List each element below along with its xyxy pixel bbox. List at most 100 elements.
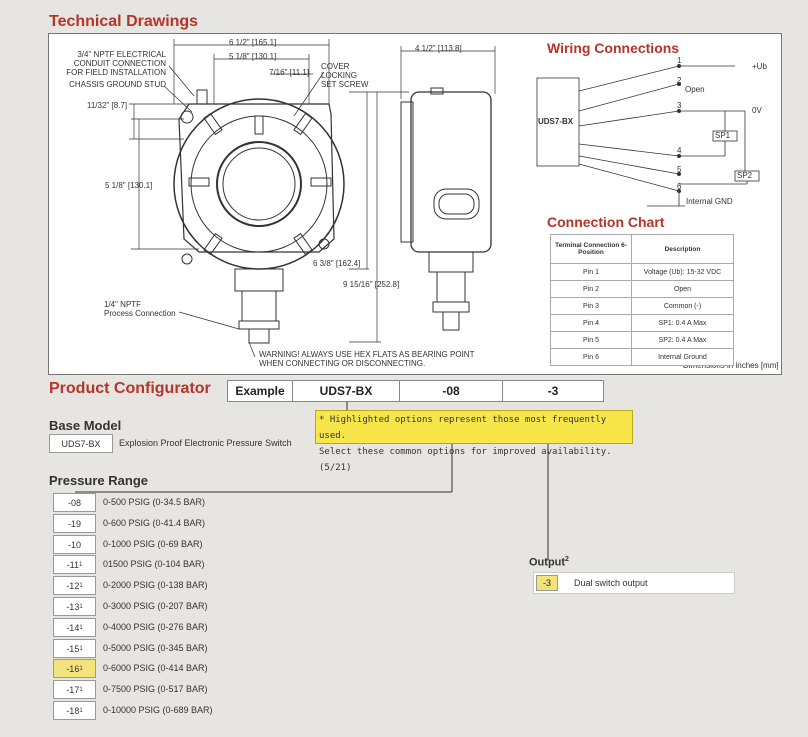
ub-label: +Ub	[752, 62, 767, 71]
dim-width: 6 1/2" [165.1]	[229, 38, 277, 47]
pressure-description: 0-4000 PSIG (0-276 BAR)	[103, 622, 208, 632]
wiring-device-label: UDS7-BX	[538, 117, 574, 126]
sp2-label: SP2	[737, 171, 753, 180]
pressure-code: -18	[66, 705, 80, 716]
config-range-cell: -08	[399, 380, 503, 402]
pressure-code: -15	[66, 643, 80, 654]
conduit-line-2: CONDUIT CONNECTION	[73, 59, 166, 68]
pressure-footnote-mark: 1	[79, 624, 83, 631]
ov-label: 0V	[752, 106, 762, 115]
dim-h2: 6 3/8" [162.4]	[313, 259, 361, 268]
pressure-code: -13	[66, 601, 80, 612]
warning-line-2: WHEN CONNECTING OR DISCONNECTING.	[259, 359, 426, 368]
connection-chart-heading: Connection Chart	[547, 214, 665, 230]
pin-cell: Pin 6	[550, 348, 632, 366]
conduit-line-1: 3/4" NPTF ELECTRICAL	[77, 50, 166, 59]
internal-gnd-label: Internal GND	[686, 197, 733, 206]
output-heading-text: Output	[529, 556, 566, 569]
pin-3-label: 3	[677, 101, 682, 110]
dim-height: 5 1/8" [130.1]	[105, 181, 153, 190]
pressure-description: 0-5000 PSIG (0-345 BAR)	[103, 643, 208, 653]
output-code: -3	[536, 575, 558, 591]
pressure-range-heading: Pressure Range	[49, 473, 148, 488]
note-line-2: Select these common options for improved…	[319, 447, 612, 473]
description-cell: Internal Ground	[631, 348, 734, 366]
pressure-footnote-mark: 1	[79, 707, 83, 714]
pressure-code-box: -19	[53, 514, 96, 533]
conduit-line-3: FOR FIELD INSTALLATION	[66, 68, 166, 77]
pressure-code-box: -08	[53, 493, 96, 512]
warning-line-1: WARNING! ALWAYS USE HEX FLATS AS BEARING…	[259, 350, 475, 359]
base-model-code: UDS7-BX	[49, 434, 113, 453]
dim-side: 4 1/2" [113.8]	[415, 44, 462, 53]
pressure-description: 01500 PSIG (0-104 BAR)	[103, 559, 205, 569]
pressure-code: -11	[66, 559, 79, 570]
cover-line-3: SET SCREW	[321, 80, 369, 89]
pressure-description: 0-6000 PSIG (0-414 BAR)	[103, 663, 208, 673]
conduit-label: 3/4" NPTF ELECTRICAL CONDUIT CONNECTION …	[54, 50, 166, 77]
sp1-label: SP1	[715, 131, 731, 140]
pressure-code: -12	[66, 580, 80, 591]
connection-chart-header-row: Terminal Connection 6-Position Descripti…	[550, 234, 734, 264]
pressure-code: -19	[67, 518, 81, 529]
output-description: Dual switch output	[574, 578, 648, 588]
pressure-description: 0-2000 PSIG (0-138 BAR)	[103, 580, 208, 590]
drawing-panel: 3/4" NPTF ELECTRICAL CONDUIT CONNECTION …	[48, 33, 782, 375]
note-line-1: * Highlighted options represent those mo…	[319, 415, 607, 441]
cover-line-1: COVER	[321, 62, 350, 71]
output-row	[533, 572, 735, 594]
pressure-description: 0-600 PSIG (0-41.4 BAR)	[103, 518, 206, 528]
pressure-footnote-mark: 1	[79, 665, 83, 672]
header-description: Description	[631, 234, 734, 264]
pressure-code: -10	[67, 539, 81, 550]
cover-label: COVER LOCKING SET SCREW	[321, 62, 368, 89]
config-model-cell: UDS7-BX	[292, 380, 400, 402]
pressure-footnote-mark: 1	[79, 686, 83, 693]
output-footnote-mark: 2	[565, 556, 569, 563]
technical-drawing-svg	[129, 39, 496, 358]
highlight-note: * Highlighted options represent those mo…	[315, 410, 633, 473]
dim-small: 7/16" [11.1]	[269, 68, 310, 77]
pressure-description: 0-7500 PSIG (0-517 BAR)	[103, 684, 208, 694]
pressure-footnote-mark: 1	[79, 603, 83, 610]
dim-h3: 9 15/16" [252.8]	[343, 280, 400, 289]
warning-label: WARNING! ALWAYS USE HEX FLATS AS BEARING…	[259, 350, 474, 368]
pressure-code: -16	[66, 663, 80, 674]
pressure-description: 0-10000 PSIG (0-689 BAR)	[103, 705, 213, 715]
pin-5-label: 5	[677, 165, 682, 174]
product-configurator-heading: Product Configurator	[49, 380, 211, 397]
pin-1-label: 1	[677, 56, 682, 65]
pin-2-label: 2	[677, 76, 682, 85]
pressure-code: -14	[66, 622, 80, 633]
process-line-1: 1/4" NPTF	[104, 300, 142, 309]
pressure-code: -17	[66, 684, 80, 695]
pressure-footnote-mark: 1	[79, 561, 83, 568]
technical-drawings-heading: Technical Drawings	[49, 13, 199, 30]
wiring-connections-heading: Wiring Connections	[547, 40, 680, 56]
pin-6-label: 6	[677, 182, 682, 191]
dim-top: 11/32" [8.7]	[87, 101, 128, 110]
pressure-footnote-mark: 1	[79, 582, 83, 589]
pressure-footnote-mark: 1	[79, 645, 83, 652]
connection-chart-table: Terminal Connection 6-Position Descripti…	[550, 234, 734, 366]
base-model-heading: Base Model	[49, 418, 122, 433]
pressure-description: 0-1000 PSIG (0-69 BAR)	[103, 539, 203, 549]
output-heading: Output2	[529, 556, 569, 569]
header-terminal: Terminal Connection 6-Position	[550, 234, 632, 264]
pressure-description: 0-500 PSIG (0-34.5 BAR)	[103, 497, 206, 507]
pressure-code-box: -10	[53, 535, 96, 554]
pressure-code: -08	[67, 497, 81, 508]
cover-line-2: LOCKING	[321, 71, 358, 80]
wiring-diagram-svg	[536, 64, 760, 207]
dim-inner: 5 1/8" [130.1]	[229, 52, 277, 61]
